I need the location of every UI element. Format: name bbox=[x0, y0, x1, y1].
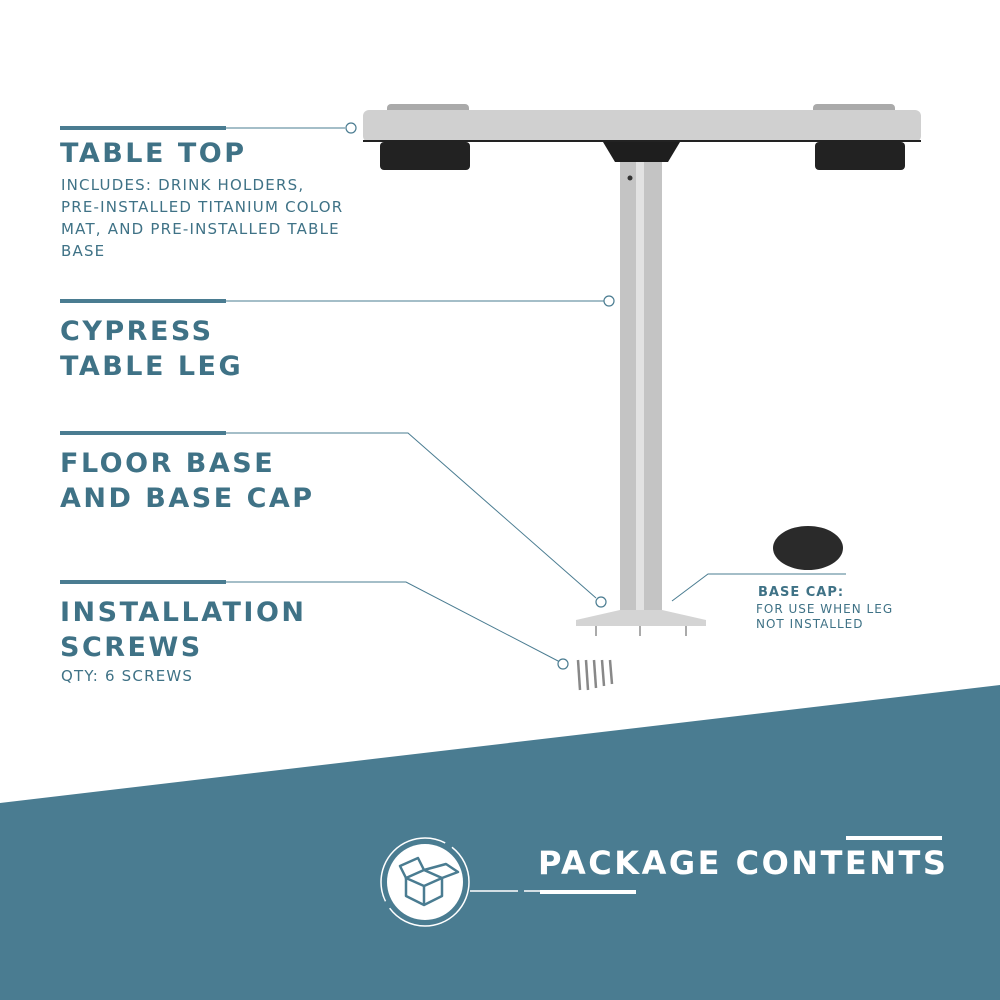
floor-base-title-2: AND BASE CAP bbox=[60, 483, 315, 514]
screws-title-1: INSTALLATION bbox=[60, 597, 307, 628]
banner-background bbox=[0, 685, 1000, 1000]
floor-base-title-1: FLOOR BASE bbox=[60, 448, 276, 479]
accent-bar bbox=[60, 299, 226, 303]
base-cap-image bbox=[773, 526, 843, 570]
table-leg-title-2: TABLE LEG bbox=[60, 351, 244, 382]
open-box-icon bbox=[380, 837, 470, 927]
banner-title: PACKAGE CONTENTS bbox=[538, 844, 949, 882]
screws-title-2: SCREWS bbox=[60, 632, 203, 663]
base-cap-desc-1: FOR USE WHEN LEG bbox=[756, 602, 894, 616]
accent-bar bbox=[60, 126, 226, 130]
table-top-desc-2: PRE-INSTALLED TITANIUM COLOR bbox=[61, 198, 344, 216]
table-top-desc-4: BASE bbox=[61, 242, 106, 260]
base-cap-desc-2: NOT INSTALLED bbox=[756, 617, 864, 631]
banner-rules bbox=[470, 836, 942, 894]
accent-bar bbox=[60, 431, 226, 435]
table-illustration bbox=[363, 104, 921, 691]
screws-image bbox=[576, 659, 614, 691]
callout-dots bbox=[345, 122, 615, 670]
base-cap-desc: FOR USE WHEN LEG NOT INSTALLED bbox=[756, 602, 893, 632]
accent-bar bbox=[60, 580, 226, 584]
table-top-desc-3: MAT, AND PRE-INSTALLED TABLE bbox=[61, 220, 340, 238]
table-top-desc-1: INCLUDES: DRINK HOLDERS, bbox=[61, 176, 305, 194]
table-top-title: TABLE TOP bbox=[60, 138, 247, 169]
base-cap-title: BASE CAP: bbox=[758, 585, 845, 600]
table-leg-title-1: CYPRESS bbox=[60, 316, 214, 347]
callout-lines bbox=[226, 127, 846, 663]
screws-desc: QTY: 6 SCREWS bbox=[61, 667, 194, 685]
